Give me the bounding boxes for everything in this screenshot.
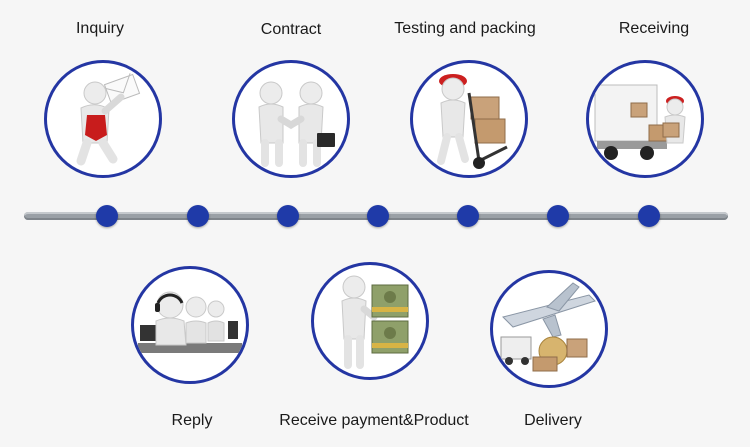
step-label-delivery: Delivery bbox=[524, 412, 582, 430]
headset-call-center-icon bbox=[134, 269, 246, 381]
person-with-envelope-icon bbox=[47, 63, 159, 175]
step-label-reply: Reply bbox=[172, 412, 213, 430]
step-circle-contract bbox=[232, 60, 350, 178]
step-label-receiving: Receiving bbox=[619, 20, 689, 38]
timeline-dot bbox=[547, 205, 569, 227]
step-label-receive-payment-product: Receive payment&Product bbox=[279, 412, 468, 430]
timeline-dot bbox=[277, 205, 299, 227]
timeline-dot bbox=[367, 205, 389, 227]
timeline-dot bbox=[638, 205, 660, 227]
step-circle-testing-packing bbox=[410, 60, 528, 178]
timeline-dot bbox=[187, 205, 209, 227]
person-with-money-icon bbox=[314, 265, 426, 377]
delivery-truck-unloading-icon bbox=[589, 63, 701, 175]
hand-truck-boxes-icon bbox=[413, 63, 525, 175]
step-label-testing-packing: Testing and packing bbox=[394, 20, 535, 38]
step-circle-reply bbox=[131, 266, 249, 384]
airplane-cargo-icon bbox=[493, 273, 605, 385]
step-circle-delivery bbox=[490, 270, 608, 388]
step-circle-receive-payment bbox=[311, 262, 429, 380]
step-label-contract: Contract bbox=[261, 21, 321, 39]
step-label-inquiry: Inquiry bbox=[76, 20, 124, 38]
step-circle-inquiry bbox=[44, 60, 162, 178]
timeline-dot bbox=[457, 205, 479, 227]
step-circle-receiving bbox=[586, 60, 704, 178]
timeline-dot bbox=[96, 205, 118, 227]
handshake-icon bbox=[235, 63, 347, 175]
